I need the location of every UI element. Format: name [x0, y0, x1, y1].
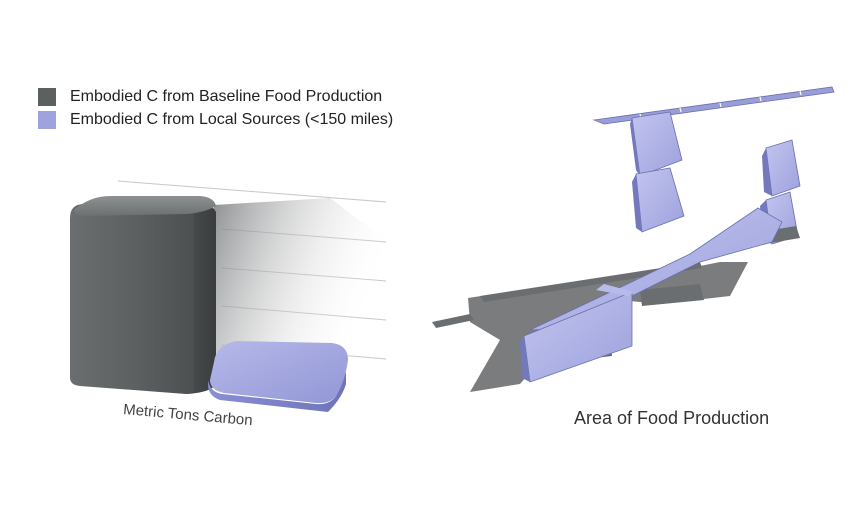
legend-label-baseline: Embodied C from Baseline Food Production [70, 88, 383, 105]
bar-local-top [210, 341, 348, 404]
legend-swatch-baseline [38, 88, 56, 106]
diagram-panel-right-upper-side [762, 148, 772, 196]
diagram-front-panel-top [596, 284, 634, 296]
legend-swatch-local [38, 111, 56, 129]
bar-baseline [70, 196, 216, 394]
legend-item-local: Embodied C from Local Sources (<150 mile… [38, 109, 393, 131]
bar-local-front [208, 372, 346, 412]
diagram-shadow-strip [432, 314, 474, 328]
grid-line [117, 180, 387, 203]
diagram-shadow-block [640, 284, 704, 306]
diagram-front-panel-side [520, 336, 530, 382]
bar-baseline-top [74, 196, 216, 216]
diagram-panel-left-upper [631, 111, 683, 177]
diagram-panel-right-upper [765, 139, 801, 197]
food-production-diagram [432, 86, 835, 392]
legend-label-local: Embodied C from Local Sources (<150 mile… [70, 111, 394, 128]
legend: Embodied C from Baseline Food Production… [38, 86, 393, 132]
legend-item-baseline: Embodied C from Baseline Food Production [38, 86, 393, 108]
bar-baseline-front [70, 204, 194, 394]
diagram-panel-left-lower-side [632, 174, 642, 232]
bar-local [208, 341, 348, 412]
diagram-front-panel [523, 291, 633, 383]
diagram-panel-left-upper-side [630, 118, 640, 176]
diagram-caption: Area of Food Production [574, 408, 770, 428]
diagram-shadow-strip [480, 262, 702, 302]
bar-shadow [214, 198, 386, 380]
diagram-panel-left-lower [635, 167, 685, 233]
diagram-top-strip [592, 86, 835, 125]
